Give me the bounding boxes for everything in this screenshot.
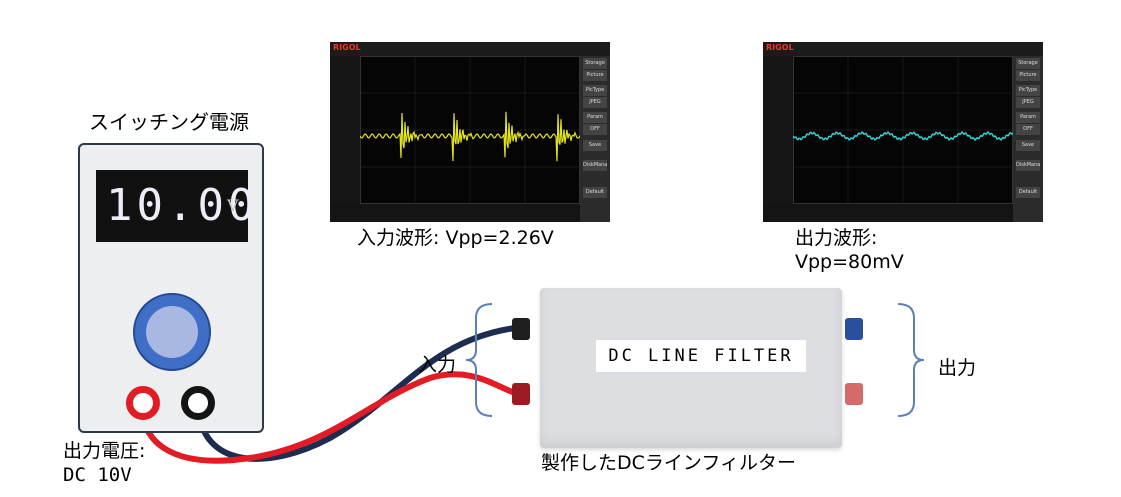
- output-scope-brand: RIGOL: [766, 43, 794, 52]
- output-scope-menu-7: DiskManage: [1016, 160, 1040, 171]
- output-scope-screenshot: RIGOL Storage Picture PicType JPEG Param…: [763, 42, 1043, 222]
- red-wire: [139, 371, 518, 464]
- input-scope-screenshot: RIGOL Storage Picture PicType JPEG Param…: [330, 42, 610, 222]
- output-scope-menu-2: PicType: [1016, 85, 1040, 96]
- psu-display: [96, 170, 248, 242]
- psu-title: スイッチング電源: [89, 110, 249, 134]
- psu-positive-terminal: [126, 386, 160, 420]
- input-scope-menu-2: PicType: [583, 85, 607, 96]
- output-scope-menu-1: Picture: [1016, 70, 1040, 81]
- input-scope-menu-4: Param: [583, 112, 607, 123]
- output-waveform: [793, 56, 1013, 204]
- output-scope-menu-4: Param: [1016, 112, 1040, 123]
- black-wire: [195, 325, 518, 462]
- output-label: 出力: [938, 357, 977, 379]
- output-waveform-caption-line2: Vpp=80mV: [795, 251, 904, 273]
- input-scope-menu-5: OFF: [583, 124, 607, 135]
- filter-caption: 製作したDCラインフィルター: [541, 452, 796, 474]
- input-scope-menu-8: Default: [583, 187, 607, 198]
- output-bracket: [897, 303, 925, 417]
- psu-knob-center: [146, 306, 198, 358]
- input-scope-menu-0: Storage: [583, 58, 607, 69]
- output-waveform-caption-line1: 出力波形:: [795, 227, 878, 249]
- psu-negative-terminal: [181, 386, 215, 420]
- filter-input-positive-post: [512, 383, 530, 405]
- psu-output-value: DC 10V: [63, 464, 132, 486]
- output-scope-menu-3: JPEG: [1016, 97, 1040, 108]
- input-scope-menu-7: DiskManage: [583, 160, 607, 171]
- output-scope-menu-6: Save: [1016, 140, 1040, 151]
- input-waveform-caption: 入力波形: Vpp=2.26V: [357, 227, 554, 249]
- filter-input-negative-post: [512, 318, 530, 340]
- output-scope-menu-0: Storage: [1016, 58, 1040, 69]
- psu-output-label: 出力電圧:: [63, 440, 146, 462]
- input-scope-menu-3: JPEG: [583, 97, 607, 108]
- input-waveform: [360, 56, 580, 204]
- input-scope-menu-1: Picture: [583, 70, 607, 81]
- psu-reading: 10.00: [106, 180, 259, 231]
- input-scope-menu-6: Save: [583, 140, 607, 151]
- output-scope-menu-5: OFF: [1016, 124, 1040, 135]
- input-bracket: [465, 303, 493, 417]
- input-label: 入力: [418, 354, 457, 376]
- filter-output-negative-post: [845, 318, 863, 340]
- filter-label: DC LINE FILTER: [596, 340, 806, 372]
- psu-unit: V: [227, 196, 239, 215]
- filter-output-positive-post: [845, 383, 863, 405]
- output-scope-menu-8: Default: [1016, 187, 1040, 198]
- input-scope-brand: RIGOL: [333, 43, 361, 52]
